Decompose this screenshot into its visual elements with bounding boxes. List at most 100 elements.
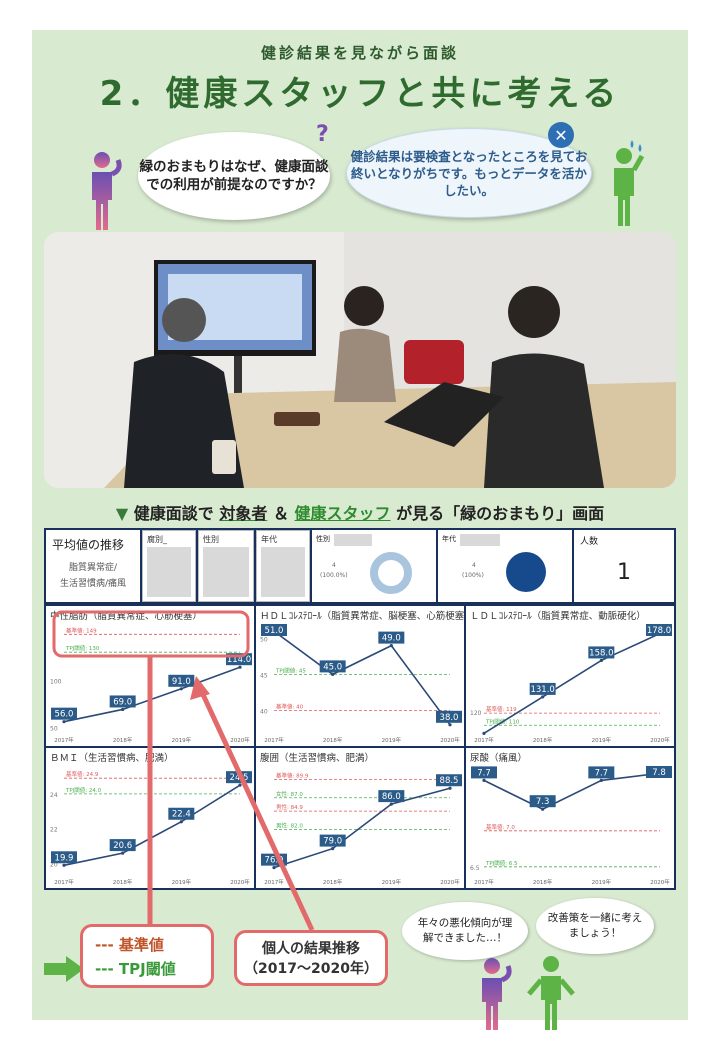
data-label: 88.5 — [440, 776, 459, 786]
chart-title: 尿酸（痛風） — [470, 753, 528, 764]
series-line — [63, 784, 241, 867]
data-label-box — [436, 774, 462, 787]
gender-donut-chart — [370, 552, 412, 594]
data-label: 76.0 — [265, 856, 284, 866]
data-label: 86.0 — [382, 792, 401, 802]
x-tick-label: 2020年 — [440, 736, 460, 744]
reference-label: 基準値: 89.9 — [276, 771, 309, 779]
data-point — [482, 778, 486, 782]
data-label: 24.5 — [230, 773, 249, 783]
x-tick-label: 2019年 — [382, 736, 402, 744]
data-label: 114.0 — [227, 655, 251, 665]
reference-label: TPJ閾値: 6.5 — [485, 859, 518, 867]
data-label: 7.8 — [652, 768, 666, 778]
triangle-marker-icon: ▼ — [115, 504, 129, 523]
x-tick-label: 2020年 — [650, 878, 670, 886]
caption-part1: 健康面談で — [133, 504, 214, 523]
reference-label: 男性: 84.9 — [276, 803, 303, 811]
x-tick-label: 2018年 — [323, 736, 343, 744]
chart-title: ＨＤＬｺﾚｽﾃﾛｰﾙ（脂質異常症、脳梗塞、心筋梗塞） — [260, 611, 474, 622]
data-label: 22.4 — [172, 810, 191, 820]
data-label-box — [471, 766, 497, 779]
data-point — [62, 863, 66, 867]
y-tick-label: 100 — [50, 678, 62, 685]
chart-title: ＢＭＩ（生活習慣病、肥満） — [50, 753, 174, 764]
data-label-box — [646, 624, 672, 636]
gender-donut-card: 性別 4 (100.0%) — [312, 530, 436, 602]
x-tick-label: 2018年 — [533, 736, 553, 744]
reference-label: TPJ閾値: 45 — [275, 666, 306, 674]
data-point — [541, 695, 545, 699]
dashboard-screen: 平均値の推移 脂質異常症/ 生活習慣病/痛風 腐別_ 性別 年代 性別 4 (1… — [44, 528, 676, 890]
x-tick-label: 2018年 — [533, 878, 553, 886]
y-tick-label: 22 — [50, 827, 58, 834]
data-label-box — [588, 766, 615, 779]
data-point — [541, 807, 545, 811]
slicer-age[interactable]: 年代 — [256, 530, 310, 602]
caption-amp: ＆ — [272, 504, 289, 523]
data-point — [599, 658, 603, 663]
slicer-age-label: 年代 — [261, 535, 277, 544]
people-count-card: 人数 1 — [574, 530, 674, 602]
data-point — [331, 846, 335, 851]
chart-title: 腹囲（生活習慣病、肥満） — [260, 753, 375, 764]
age-pie-chart — [506, 552, 546, 592]
summary-sub1: 脂質異常症/ — [68, 563, 118, 573]
staff-person-icon — [527, 956, 575, 1030]
x-tick-label: 2017年 — [54, 736, 74, 744]
x-tick-label: 2017年 — [474, 736, 494, 744]
data-label: 69.0 — [113, 697, 132, 707]
data-point — [331, 672, 335, 676]
x-tick-label: 2020年 — [650, 736, 670, 744]
age-pie-card: 年代 4 (100%) — [438, 530, 572, 602]
x-tick-label: 2019年 — [592, 878, 612, 886]
page-title: 2．健康スタッフと共に考える — [99, 74, 621, 114]
summary-title-card: 平均値の推移 脂質異常症/ 生活習慣病/痛風 — [46, 530, 140, 602]
speech-improve-text: 改善策を一緒に考えましょう！ — [547, 912, 643, 939]
slicer-department-label: 腐別_ — [147, 535, 167, 544]
x-tick-label: 2018年 — [113, 736, 133, 744]
x-tick-label: 2020年 — [440, 878, 460, 886]
people-count-value: 1 — [617, 560, 631, 585]
page-subtitle: 健診結果を見ながら面談 — [260, 44, 459, 62]
reference-label: 基準値: 7.0 — [486, 823, 515, 831]
data-label-box — [529, 682, 556, 695]
data-label: 45.0 — [323, 662, 342, 672]
data-label-box — [588, 646, 615, 659]
summary-sub2: 生活習慣病/痛風 — [59, 579, 127, 589]
y-tick-label: 20 — [50, 862, 58, 869]
x-tick-label: 2018年 — [323, 878, 343, 886]
question-mark-icon: ? — [316, 122, 329, 147]
data-label-box — [51, 851, 77, 864]
x-tick-label: 2020年 — [230, 878, 250, 886]
slicer-gender[interactable]: 性別 — [198, 530, 254, 602]
data-label-box — [378, 631, 405, 644]
data-label-box — [168, 807, 195, 820]
data-label: 178.0 — [647, 626, 671, 636]
data-label: 51.0 — [265, 626, 284, 636]
data-label: 79.0 — [323, 837, 342, 847]
age-pie-pct: (100%) — [462, 572, 484, 579]
data-label: 19.9 — [55, 853, 74, 863]
data-point — [121, 707, 125, 712]
reference-label: 女性: 87.0 — [276, 790, 303, 798]
data-label-box — [529, 795, 556, 808]
reference-label: 基準値: 24.9 — [66, 770, 99, 778]
data-label: 131.0 — [530, 685, 554, 695]
chart-title: 中性脂肪（脂質異常症、心筋梗塞） — [50, 611, 203, 622]
meeting-illustration — [44, 232, 676, 488]
data-point — [238, 665, 242, 669]
x-tick-label: 2019年 — [172, 736, 192, 744]
data-point — [448, 786, 452, 790]
data-label-box — [109, 695, 136, 708]
caption-target: 対象者 — [219, 504, 268, 523]
y-tick-label: 24 — [50, 792, 58, 799]
data-point — [389, 802, 393, 806]
slicer-department[interactable]: 腐別_ — [142, 530, 196, 602]
